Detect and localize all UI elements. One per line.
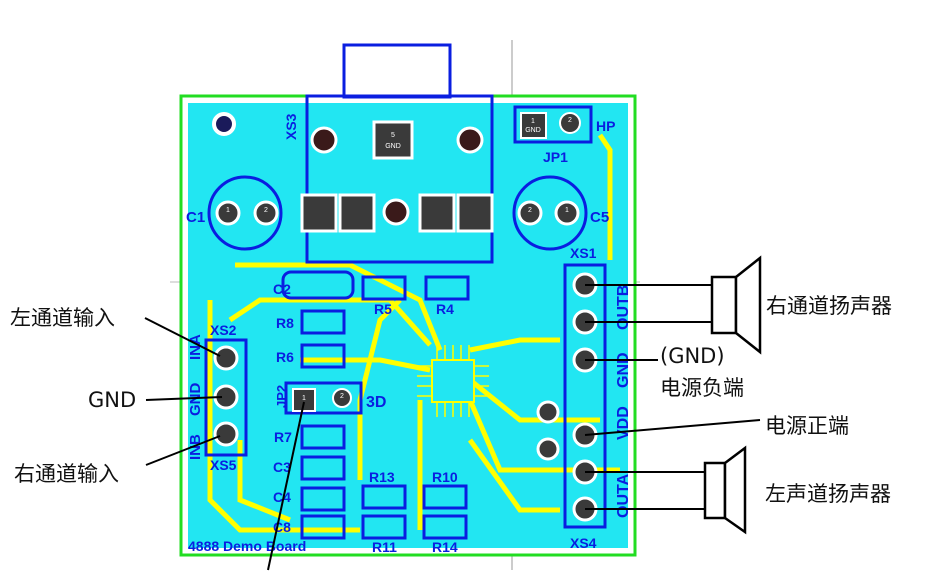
c4-label: C4 xyxy=(273,489,291,505)
c5-label: C5 xyxy=(590,209,609,226)
left-speaker-label: 左声道扬声器 xyxy=(765,482,891,506)
jp2-2-label: 2 xyxy=(340,393,344,400)
r8-label: R8 xyxy=(276,315,294,331)
ic-pins xyxy=(417,345,489,417)
c3-label: C3 xyxy=(273,459,291,475)
gnd-label: GND xyxy=(187,383,204,417)
hp-label: HP xyxy=(596,118,615,134)
right-input-label: 右通道输入 xyxy=(14,462,119,486)
vdd-label: VDD xyxy=(615,406,632,440)
title-label: 4888 Demo Board xyxy=(188,538,306,554)
power-positive-label: 电源正端 xyxy=(765,414,849,438)
c5-outline xyxy=(512,175,588,251)
xs3-label: XS3 xyxy=(283,113,299,140)
mount-hole xyxy=(456,126,484,154)
mount-hole xyxy=(382,198,410,226)
leader-lines xyxy=(144,284,761,571)
xs3-pad-5 xyxy=(372,120,414,160)
jp2-label: JP2 xyxy=(274,385,289,408)
left-header-pads xyxy=(213,345,239,447)
c5-pad xyxy=(517,200,543,226)
right-speaker-label: 右通道扬声器 xyxy=(766,294,892,318)
xs4-label: XS4 xyxy=(570,535,597,551)
power-negative-label: 电源负端 xyxy=(660,376,744,400)
left-input-label: 左通道输入 xyxy=(10,306,115,330)
xs3-5-label: 5 xyxy=(391,132,395,139)
xs5-label: XS5 xyxy=(210,457,237,473)
mount-hole xyxy=(310,126,338,154)
r5-label: R5 xyxy=(374,301,392,317)
speaker-icon xyxy=(710,255,762,355)
smd-outlines xyxy=(281,270,470,540)
right-header-outline xyxy=(563,263,607,529)
gnd-output-label: (GND) xyxy=(660,344,725,368)
jp1-pad-2 xyxy=(559,112,581,134)
c1-label: C1 xyxy=(186,209,205,226)
gnd-pad xyxy=(536,437,560,461)
jp1-pad-1 xyxy=(520,112,547,139)
mode-3d-label: 3D xyxy=(366,394,386,411)
r14-label: R14 xyxy=(432,539,458,555)
c5-1-label: 1 xyxy=(565,207,569,214)
xs3-gnd-label: GND xyxy=(385,143,401,150)
xs3-pads xyxy=(300,193,494,233)
jp2-pad-2 xyxy=(332,388,352,408)
c2-label: C2 xyxy=(273,281,291,297)
copper-pour xyxy=(188,103,628,548)
r6-label: R6 xyxy=(276,349,294,365)
c5-2-label: 2 xyxy=(528,207,532,214)
jp1-gnd-label: GND xyxy=(525,127,541,134)
speaker-icon xyxy=(703,445,747,535)
jp2-pad-1 xyxy=(292,388,316,412)
inb-label: INB xyxy=(187,434,204,460)
outb-label: OUTB xyxy=(615,285,632,330)
amplifier-ic xyxy=(431,359,475,403)
jp2-1-label: 1 xyxy=(302,395,306,402)
c1-2-label: 2 xyxy=(264,207,268,214)
c1-1-label: 1 xyxy=(226,207,230,214)
r13-label: R13 xyxy=(369,469,395,485)
vdd-pad xyxy=(536,400,560,424)
jp1-2-label: 2 xyxy=(568,117,572,124)
jp1-label: JP1 xyxy=(543,149,568,165)
gnd-input-label: GND xyxy=(88,388,137,412)
c1-outline xyxy=(207,175,283,251)
outa-label: OUTA xyxy=(615,473,632,518)
xs1-label: XS1 xyxy=(570,245,597,261)
r4-label: R4 xyxy=(436,301,454,317)
xs3-tab xyxy=(342,43,452,99)
gnd-label: GND xyxy=(615,352,632,388)
c1-pad xyxy=(253,200,279,226)
r7-label: R7 xyxy=(274,429,292,445)
r10-label: R10 xyxy=(432,469,458,485)
jp1-outline xyxy=(513,105,593,144)
jp1-1-label: 1 xyxy=(531,118,535,125)
c5-pad xyxy=(554,200,580,226)
traces xyxy=(207,133,620,533)
mount-hole xyxy=(212,112,236,136)
xs2-label: XS2 xyxy=(210,322,237,338)
c1-pad xyxy=(215,200,241,226)
xs3-outline xyxy=(305,94,494,264)
r11-label: R11 xyxy=(372,539,397,555)
